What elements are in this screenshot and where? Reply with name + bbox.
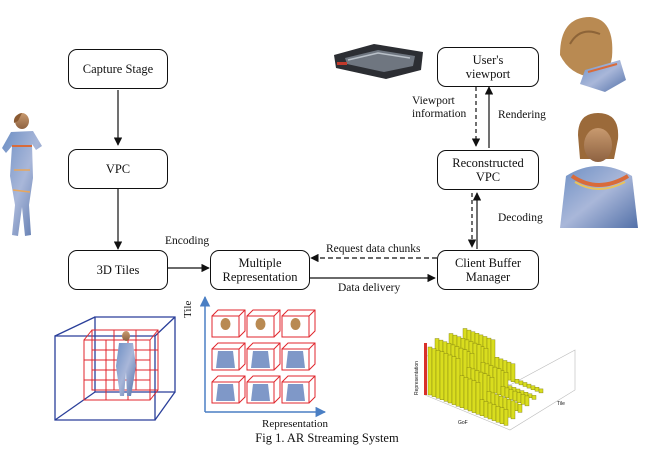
bar3d-bar xyxy=(495,406,501,423)
bar3d-bar xyxy=(504,387,510,399)
viewer-head-top-figure xyxy=(560,17,626,92)
bar3d-bar xyxy=(451,356,457,405)
users-viewport-box: User's viewport xyxy=(437,47,539,87)
bar3d-bar xyxy=(499,407,505,424)
bar3d-bar xyxy=(503,372,509,389)
tile-axis-label: Tile xyxy=(182,300,194,318)
bar3d-bar xyxy=(467,378,473,412)
decoding-label: Decoding xyxy=(498,212,543,224)
users-viewport-label: User's viewport xyxy=(465,53,511,81)
3d-tiles-label: 3D Tiles xyxy=(96,263,140,277)
captured-person-figure xyxy=(2,113,42,236)
representation-bar3d-plot xyxy=(424,328,576,431)
matrix-cell xyxy=(211,342,246,371)
bar3d-bar xyxy=(516,392,522,403)
bar3d-bar xyxy=(479,399,485,416)
viewport-information-label: Viewport information xyxy=(412,95,467,120)
bar3d-bar xyxy=(512,390,518,402)
vpc-label: VPC xyxy=(105,162,131,176)
bar3d-x-axis-label: GoF xyxy=(458,420,468,426)
bar3d-y-axis-label: Tile xyxy=(557,401,565,407)
matrix-cell xyxy=(211,375,246,404)
matrix-cell xyxy=(246,375,281,404)
bar3d-bar xyxy=(524,395,530,407)
bar3d-bar xyxy=(510,363,516,382)
bar3d-bar xyxy=(508,389,514,400)
bar3d-bar xyxy=(455,358,461,407)
matrix-cell xyxy=(246,309,281,338)
encoding-label: Encoding xyxy=(165,235,210,247)
bar3d-bar xyxy=(538,388,544,394)
bar3d-highlight-bar xyxy=(424,343,427,395)
ar-headset-icon xyxy=(334,44,423,79)
reconstructed-vpc-label: Reconstructed VPC xyxy=(452,156,524,184)
bar3d-bar xyxy=(475,382,481,415)
tile-representation-matrix xyxy=(199,295,327,418)
3d-tiled-cube-illustration xyxy=(54,316,176,421)
matrix-cell xyxy=(281,375,316,404)
capture-stage-label: Capture Stage xyxy=(82,62,154,76)
multiple-representation-label: Multiple Representation xyxy=(222,256,298,284)
bar3d-bar xyxy=(471,380,477,413)
flow-arrows xyxy=(113,86,494,283)
bar3d-bar xyxy=(431,348,437,397)
bar3d-bar xyxy=(463,377,469,410)
client-buffer-manager-box: Client Buffer Manager xyxy=(437,250,539,290)
bar3d-bar xyxy=(510,400,516,420)
bar3d-bar xyxy=(514,379,520,384)
matrix-cell xyxy=(281,309,316,338)
bar3d-bar xyxy=(520,394,526,405)
multiple-representation-box: Multiple Representation xyxy=(210,250,310,290)
bar3d-bar xyxy=(530,385,536,390)
bar3d-bar xyxy=(522,382,528,387)
bar3d-bar xyxy=(526,383,532,389)
bar3d-bar xyxy=(500,386,506,397)
matrix-cell xyxy=(211,309,246,338)
bar3d-bar xyxy=(491,404,497,421)
bar3d-bar xyxy=(483,401,489,418)
bar3d-bar xyxy=(459,375,465,408)
bar3d-bar xyxy=(531,395,537,400)
bar3d-bar xyxy=(534,387,540,392)
rendering-label: Rendering xyxy=(498,109,546,121)
matrix-cell xyxy=(246,342,281,371)
data-delivery-label: Data delivery xyxy=(338,282,401,294)
bar3d-bar xyxy=(496,368,502,395)
bar3d-bar xyxy=(518,380,524,386)
bar3d-bar xyxy=(443,353,449,402)
reconstructed-vpc-box: Reconstructed VPC xyxy=(437,150,539,190)
matrix-cell xyxy=(281,342,316,371)
bar3d-bar xyxy=(447,354,453,404)
capture-stage-box: Capture Stage xyxy=(68,49,168,89)
bar3d-bar xyxy=(427,346,433,396)
bar3d-bar xyxy=(517,404,523,413)
request-data-chunks-label: Request data chunks xyxy=(326,243,421,255)
bar3d-bar xyxy=(435,350,441,399)
figure-caption: Fig 1. AR Streaming System xyxy=(255,431,399,445)
bar3d-bar xyxy=(503,409,509,426)
bar3d-z-axis-label: Representation xyxy=(414,361,420,395)
reconstructed-person-figure xyxy=(560,113,638,228)
vpc-box: VPC xyxy=(68,149,168,189)
bar3d-bar xyxy=(439,351,445,400)
client-buffer-manager-label: Client Buffer Manager xyxy=(454,256,522,284)
representation-axis-label: Representation xyxy=(262,418,328,430)
bar3d-bar xyxy=(487,402,493,420)
3d-tiles-box: 3D Tiles xyxy=(68,250,168,290)
